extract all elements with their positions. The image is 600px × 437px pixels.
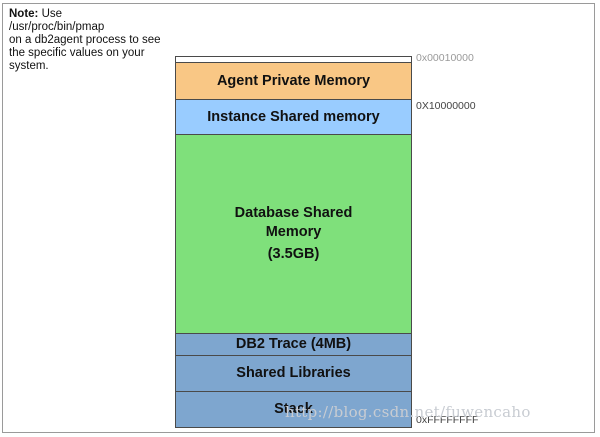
segment-instance-shared-memory: Instance Shared memory <box>175 99 412 135</box>
note-text-first: Use <box>38 8 63 20</box>
address-start: 0x00010000 <box>416 52 474 64</box>
watermark-text: http://blog.csdn.net/fuwencaho <box>285 403 531 421</box>
segment-shared-libraries: Shared Libraries <box>175 355 412 392</box>
segment-agent-private-memory: Agent Private Memory <box>175 62 412 100</box>
segment-database-label-1: Database Shared <box>234 205 353 221</box>
memory-map: Agent Private Memory Instance Shared mem… <box>175 56 412 428</box>
note-line-4: system. <box>9 60 49 72</box>
note-text: Note: Use /usr/proc/bin/pmap on a db2age… <box>9 8 179 73</box>
figure-frame <box>2 3 595 433</box>
note-line-1: /usr/proc/bin/pmap <box>9 21 105 33</box>
segment-instance-label: Instance Shared memory <box>207 108 380 125</box>
segment-agent-label: Agent Private Memory <box>216 72 371 89</box>
segment-database-size: (3.5GB) <box>267 246 320 262</box>
segment-stack-label: Stack <box>274 401 313 417</box>
segment-stack: Stack <box>175 391 412 428</box>
segment-libs-label: Shared Libraries <box>236 365 351 381</box>
note-line-2: on a db2agent process to see <box>9 34 161 46</box>
address-instance: 0X10000000 <box>416 100 476 112</box>
segment-trace-label: DB2 Trace (4MB) <box>235 336 352 352</box>
segment-database-shared-memory: Database Shared Memory (3.5GB) <box>175 134 412 334</box>
note-label: Note: <box>9 8 39 20</box>
note-line-3: the specific values on your <box>9 47 145 59</box>
segment-db2-trace: DB2 Trace (4MB) <box>175 333 412 356</box>
address-end: 0xFFFFFFFF <box>416 414 479 426</box>
segment-database-label-2: Memory <box>265 224 322 240</box>
